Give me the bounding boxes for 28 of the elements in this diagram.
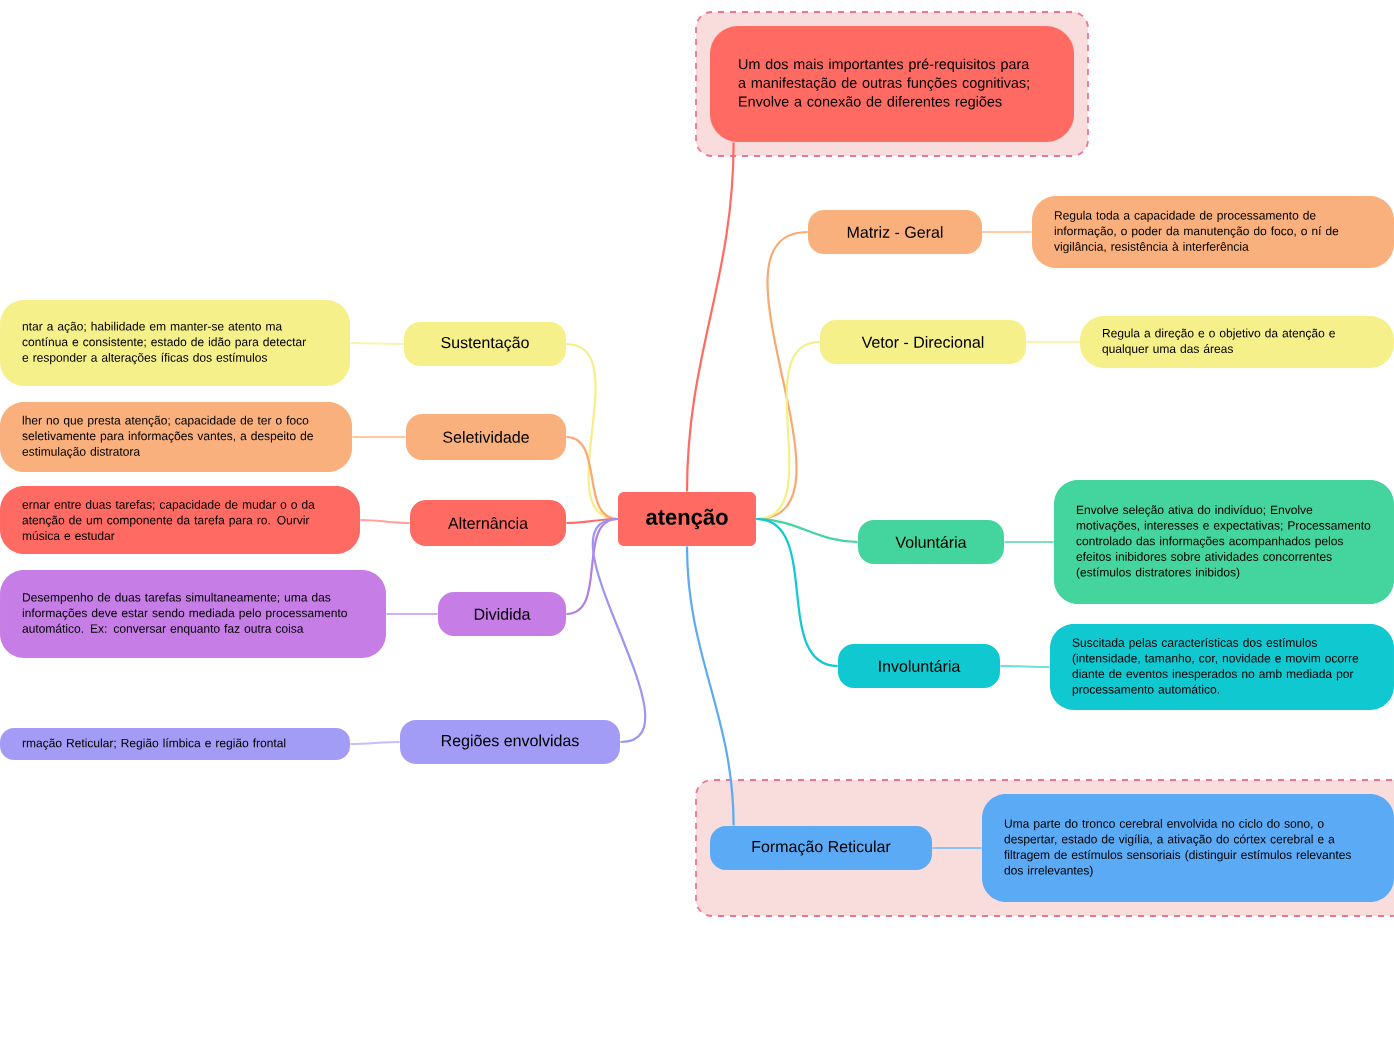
connector-line <box>352 435 406 439</box>
topic-box: Sustentação <box>404 322 566 366</box>
connector-line <box>1004 540 1054 544</box>
topic-box: Involuntária <box>838 644 1000 688</box>
connector-line <box>1000 664 1050 669</box>
connector-line <box>592 517 646 744</box>
connector-line <box>685 142 735 492</box>
connector-line <box>566 435 618 521</box>
connector-line <box>1026 340 1080 344</box>
connector-line <box>360 518 410 525</box>
topic-box: Dividida <box>438 592 566 636</box>
topic-box: Alternância <box>410 500 566 546</box>
topic-box: Matriz - Geral <box>808 210 982 254</box>
connector-line <box>756 517 838 668</box>
topic-box: Seletividade <box>406 414 566 460</box>
connector-line <box>932 846 982 850</box>
topic-box: Vetor - Direcional <box>820 320 1026 364</box>
central-topic-box: atenção <box>618 492 756 546</box>
topic-box: Formação Reticular <box>710 826 932 870</box>
connector-line <box>982 230 1032 234</box>
topic-box: Voluntária <box>858 520 1004 564</box>
topic-box: Regiões envolvidas <box>400 720 620 764</box>
connector-line <box>350 341 404 346</box>
connector-line <box>386 612 438 616</box>
connector-line <box>566 517 618 616</box>
connector-line <box>756 340 820 521</box>
connector-line <box>685 546 735 826</box>
connector-line <box>350 740 400 746</box>
